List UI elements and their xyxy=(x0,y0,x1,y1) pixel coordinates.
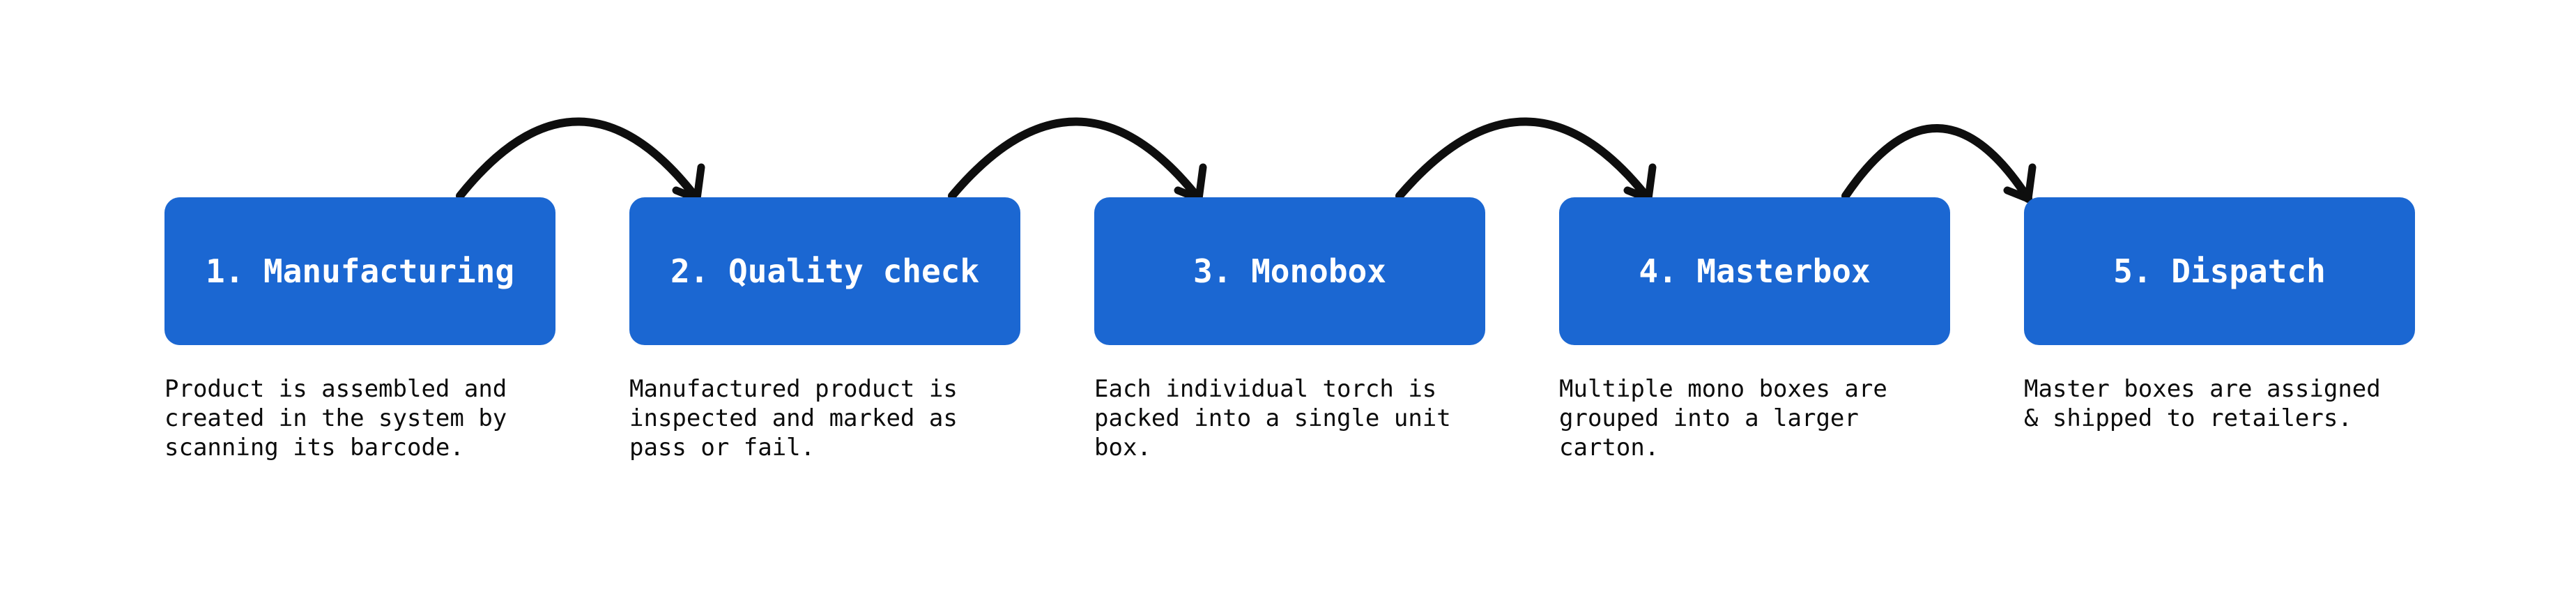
step-4-box: 4. Masterbox xyxy=(1559,197,1950,345)
step-3-label: 3. Monobox xyxy=(1193,252,1386,290)
step-1: 1. Manufacturing Product is assembled an… xyxy=(164,197,555,462)
step-5-label: 5. Dispatch xyxy=(2113,252,2326,290)
arrow-step1-to-step2-icon xyxy=(456,117,705,203)
step-2-label: 2. Quality check xyxy=(670,252,980,290)
step-1-label: 1. Manufacturing xyxy=(205,252,515,290)
step-3: 3. Monobox Each individual torch is pack… xyxy=(1094,197,1485,462)
step-5-box: 5. Dispatch xyxy=(2024,197,2415,345)
step-2: 2. Quality check Manufactured product is… xyxy=(629,197,1020,462)
step-5: 5. Dispatch Master boxes are assigned & … xyxy=(2024,197,2415,462)
step-3-description: Each individual torch is packed into a s… xyxy=(1094,375,1451,462)
step-4-label: 4. Masterbox xyxy=(1639,252,1871,290)
step-4-description: Multiple mono boxes are grouped into a l… xyxy=(1559,375,1887,462)
arrow-step4-to-step5-icon xyxy=(1841,124,2037,203)
step-5-description: Master boxes are assigned & shipped to r… xyxy=(2024,375,2381,432)
step-1-description: Product is assembled and created in the … xyxy=(164,375,507,462)
arrow-step2-to-step3-icon xyxy=(948,117,1207,203)
step-2-box: 2. Quality check xyxy=(629,197,1020,345)
arrow-step3-to-step4-icon xyxy=(1395,117,1657,203)
step-4: 4. Masterbox Multiple mono boxes are gro… xyxy=(1559,197,1950,462)
steps-row: 1. Manufacturing Product is assembled an… xyxy=(164,197,2415,462)
step-1-box: 1. Manufacturing xyxy=(164,197,555,345)
step-2-description: Manufactured product is inspected and ma… xyxy=(629,375,958,462)
step-3-box: 3. Monobox xyxy=(1094,197,1485,345)
